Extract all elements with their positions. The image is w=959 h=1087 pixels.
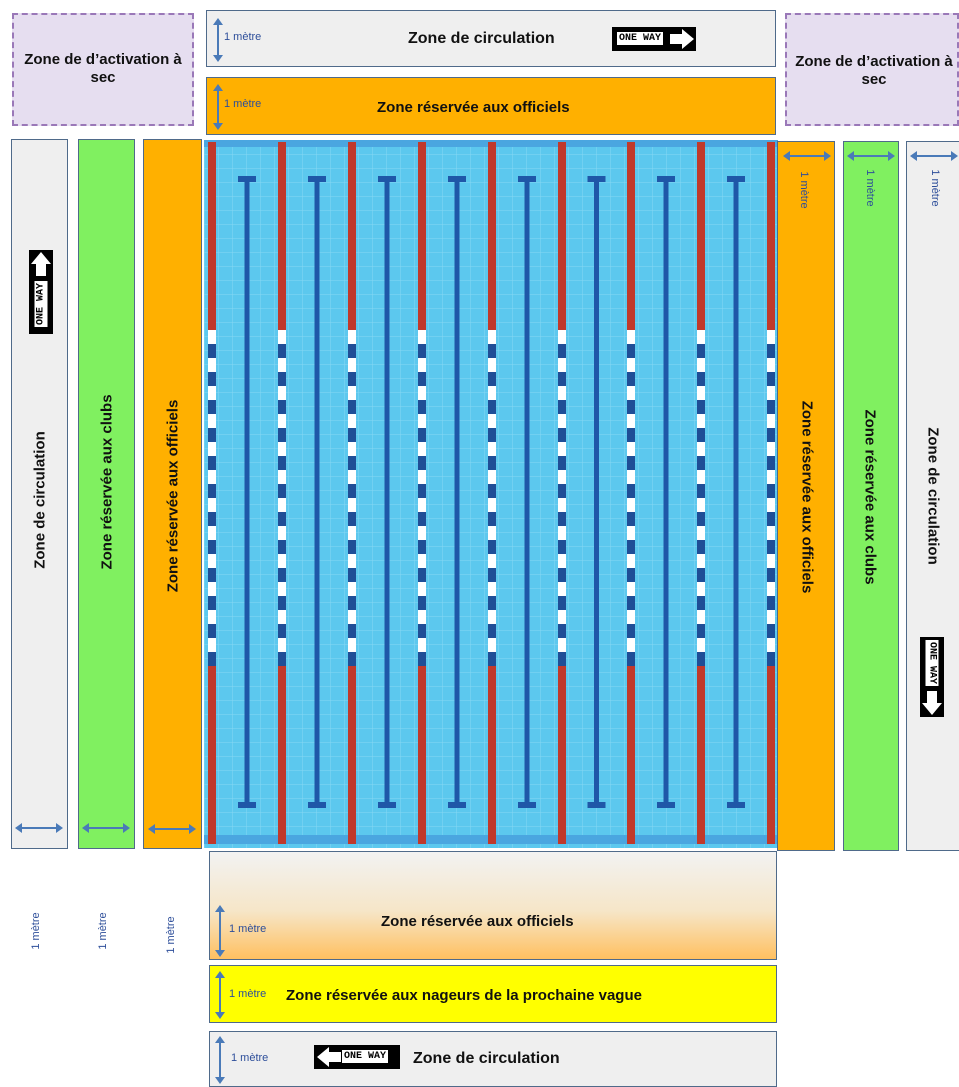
- arrow-up-icon: [31, 252, 51, 276]
- meter-label: 1 mètre: [224, 31, 262, 43]
- meter-label: 1 mètre: [165, 916, 177, 954]
- one-way-sign: ONE WAY: [29, 250, 53, 334]
- left-circulation-zone: ONE WAY Zone de circulation 1 mètre: [11, 139, 68, 950]
- lane-rope: [208, 142, 216, 844]
- lane-line: [378, 176, 396, 808]
- double-arrow-icon: [215, 971, 225, 1019]
- bottom-circulation-label: Zone de circulation: [413, 1050, 560, 1067]
- right-clubs-label: Zone réservée aux clubs: [861, 409, 879, 585]
- one-way-sign: ONE WAY: [920, 637, 944, 717]
- meter-label: 1 mètre: [864, 169, 876, 207]
- lane-rope: [558, 142, 566, 844]
- bottom-officials-zone: 1 mètre Zone réservée aux officiels: [209, 851, 777, 960]
- double-arrow-icon: [213, 18, 223, 62]
- lane-rope: [697, 142, 705, 844]
- arrow-left-icon: [317, 1047, 341, 1067]
- double-arrow-icon: [847, 151, 895, 161]
- bottom-officials-label: Zone réservée aux officiels: [381, 913, 574, 930]
- left-clubs-label: Zone réservée aux clubs: [98, 394, 116, 570]
- lane-rope: [418, 142, 426, 844]
- meter-label: 1 mètre: [97, 912, 109, 950]
- meter-label: 1 mètre: [798, 171, 810, 209]
- top-circulation-label: Zone de circulation: [408, 30, 555, 47]
- meter-label: 1 mètre: [929, 169, 941, 207]
- double-arrow-icon: [15, 823, 63, 833]
- lane-rope: [488, 142, 496, 844]
- dry-activation-zone-left: Zone de d’activation à sec: [12, 13, 194, 126]
- meter-label: 1 mètre: [229, 988, 267, 1000]
- lane-line: [727, 176, 745, 808]
- top-circulation-zone: 1 mètre Zone de circulation ONE WAY: [206, 10, 776, 67]
- arrow-right-icon: [670, 29, 694, 49]
- dry-activation-label-right: Zone de d’activation à sec: [795, 53, 953, 88]
- meter-label: 1 mètre: [231, 1052, 269, 1064]
- right-circulation-zone: 1 mètre Zone de circulation ONE WAY: [906, 141, 959, 851]
- lane-rope: [767, 142, 775, 844]
- double-arrow-icon: [910, 151, 958, 161]
- lane-rope: [278, 142, 286, 844]
- pool-lanes-graphic: [204, 140, 778, 848]
- meter-label: 1 mètre: [229, 923, 267, 935]
- top-officials-zone: 1 mètre Zone réservée aux officiels: [206, 77, 776, 135]
- dry-activation-label-left: Zone de d’activation à sec: [24, 51, 182, 86]
- right-officials-label: Zone réservée aux officiels: [798, 400, 816, 594]
- next-wave-swimmers-zone: 1 mètre Zone réservée aux nageurs de la …: [209, 965, 777, 1023]
- lane-rope: [627, 142, 635, 844]
- lane-line: [587, 176, 606, 808]
- dry-activation-zone-right: Zone de d’activation à sec: [785, 13, 959, 126]
- meter-label: 1 mètre: [30, 912, 42, 950]
- arrow-down-icon: [922, 691, 942, 715]
- right-circulation-label: Zone de circulation: [924, 427, 942, 565]
- top-officials-label: Zone réservée aux officiels: [377, 99, 570, 116]
- double-arrow-icon: [215, 1036, 225, 1084]
- double-arrow-icon: [148, 824, 196, 834]
- right-officials-zone: 1 mètre Zone réservée aux officiels: [777, 141, 835, 851]
- bottom-circulation-zone: 1 mètre ONE WAY Zone de circulation: [209, 1031, 777, 1087]
- lane-line: [238, 176, 256, 808]
- double-arrow-icon: [213, 84, 223, 130]
- left-circulation-label: Zone de circulation: [31, 431, 49, 569]
- double-arrow-icon: [783, 151, 831, 161]
- double-arrow-icon: [82, 823, 130, 833]
- one-way-sign: ONE WAY: [314, 1045, 400, 1069]
- swimming-pool: [204, 140, 778, 848]
- one-way-sign: ONE WAY: [612, 27, 696, 51]
- left-officials-zone: Zone réservée aux officiels 1 mètre: [143, 139, 202, 954]
- lane-rope: [348, 142, 356, 844]
- lane-line: [448, 176, 466, 808]
- meter-label: 1 mètre: [224, 98, 262, 110]
- lane-line: [657, 176, 675, 808]
- lane-line: [308, 176, 326, 808]
- left-clubs-zone: Zone réservée aux clubs 1 mètre: [78, 139, 135, 950]
- left-officials-label: Zone réservée aux officiels: [164, 399, 182, 593]
- right-clubs-zone: 1 mètre Zone réservée aux clubs: [843, 141, 899, 851]
- next-wave-label: Zone réservée aux nageurs de la prochain…: [286, 987, 642, 1004]
- lane-line: [518, 176, 536, 808]
- double-arrow-icon: [215, 905, 225, 957]
